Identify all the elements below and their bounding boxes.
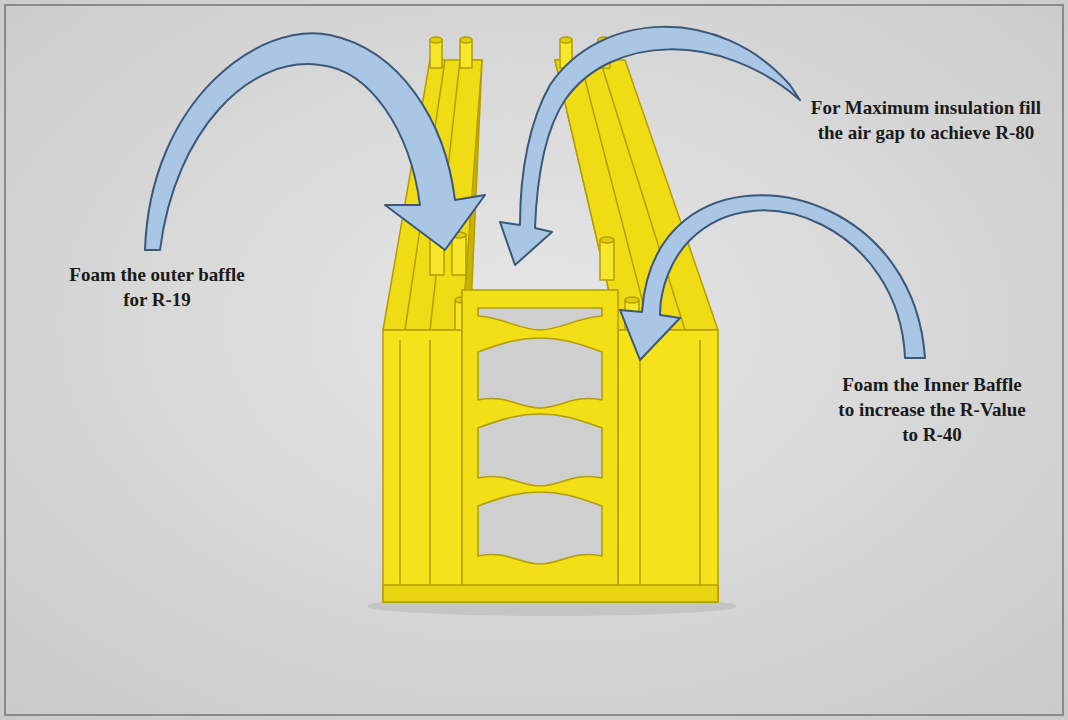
callout-label: Foam the Inner Baffle to increase the R-… [832, 372, 1032, 447]
frame [5, 5, 1063, 715]
callout-label: Foam the outer baffle for R-19 [62, 262, 252, 312]
callout-label: For Maximum insulation fill the air gap … [806, 95, 1046, 145]
callout-arrow [145, 27, 925, 360]
